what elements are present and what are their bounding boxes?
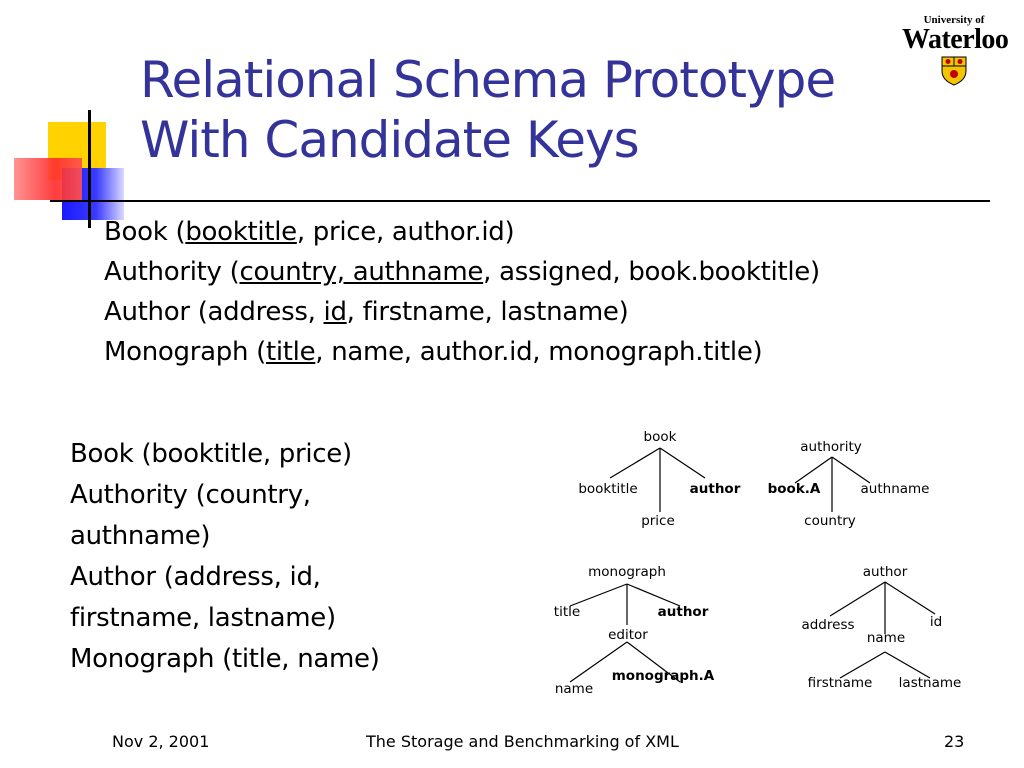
tree-node: author bbox=[863, 564, 908, 580]
tree-node: firstname bbox=[808, 675, 873, 691]
tree-node: editor bbox=[608, 627, 648, 643]
tree-node: book bbox=[644, 429, 677, 445]
title-line-1: Relational Schema Prototype bbox=[140, 51, 836, 109]
candidate-keys-list: Book (booktitle, price) Authority (count… bbox=[70, 434, 380, 680]
schema-prefix: Authority ( bbox=[104, 257, 240, 287]
candidate-line: Author (address, id, bbox=[70, 562, 321, 592]
schema-rest: , name, author.id, monograph.title) bbox=[315, 337, 763, 367]
primary-key: booktitle bbox=[185, 217, 297, 247]
tree-node: authname bbox=[861, 481, 930, 497]
schema-rest: , price, author.id) bbox=[296, 217, 515, 247]
schema-row-author: Author (address, id, firstname, lastname… bbox=[104, 292, 820, 332]
university-logo: University of Waterloo bbox=[902, 14, 1009, 90]
decorative-red-square bbox=[14, 158, 82, 200]
tree-node: country bbox=[804, 513, 856, 529]
schema-row-authority: Authority (country, authname, assigned, … bbox=[104, 252, 820, 292]
primary-key: title bbox=[265, 337, 316, 367]
tree-node: monograph.A bbox=[612, 668, 715, 684]
tree-node: lastname bbox=[899, 675, 962, 691]
logo-name: Waterloo bbox=[902, 24, 1009, 55]
candidate-line: Book (booktitle, price) bbox=[70, 439, 352, 469]
tree-node: monograph bbox=[588, 564, 666, 580]
primary-key: id bbox=[323, 297, 347, 327]
tree-node: id bbox=[930, 614, 942, 630]
schema-rest: , assigned, book.booktitle) bbox=[483, 257, 820, 287]
schema-prefix: Author (address, bbox=[104, 297, 324, 327]
tree-node: author bbox=[658, 604, 709, 620]
candidate-line: authname) bbox=[70, 521, 211, 551]
schema-rest: , firstname, lastname) bbox=[346, 297, 629, 327]
tree-node: price bbox=[641, 513, 675, 529]
title-divider-line bbox=[50, 200, 990, 202]
xml-trees-diagram: book booktitle author price authority bo… bbox=[554, 429, 962, 697]
primary-key: country, authname bbox=[239, 257, 484, 287]
shield-icon bbox=[941, 56, 967, 86]
schema-with-keys-list: Book (booktitle, price, author.id) Autho… bbox=[104, 212, 820, 372]
title-line-2: With Candidate Keys bbox=[140, 111, 640, 169]
tree-node: title bbox=[554, 604, 580, 620]
schema-row-book: Book (booktitle, price, author.id) bbox=[104, 212, 820, 252]
tree-node: address bbox=[801, 617, 854, 633]
tree-node: book.A bbox=[768, 481, 821, 497]
decorative-vertical-line bbox=[88, 110, 91, 228]
logo-university-of: University of bbox=[923, 14, 985, 26]
candidate-line: firstname, lastname) bbox=[70, 603, 336, 633]
tree-node: authority bbox=[800, 439, 862, 455]
tree-node: author bbox=[690, 481, 741, 497]
schema-prefix: Monograph ( bbox=[104, 337, 266, 367]
tree-node: name bbox=[867, 630, 905, 646]
schema-row-monograph: Monograph (title, name, author.id, monog… bbox=[104, 332, 820, 372]
page-number: 23 bbox=[944, 732, 965, 751]
footer-title: The Storage and Benchmarking of XML bbox=[366, 732, 679, 751]
tree-node: booktitle bbox=[578, 481, 637, 497]
slide-title: Relational Schema Prototype With Candida… bbox=[140, 50, 940, 170]
candidate-line: Authority (country, bbox=[70, 480, 311, 510]
candidate-line: Monograph (title, name) bbox=[70, 644, 380, 674]
footer-date: Nov 2, 2001 bbox=[112, 732, 210, 751]
tree-node: name bbox=[555, 681, 593, 697]
schema-prefix: Book ( bbox=[104, 217, 186, 247]
